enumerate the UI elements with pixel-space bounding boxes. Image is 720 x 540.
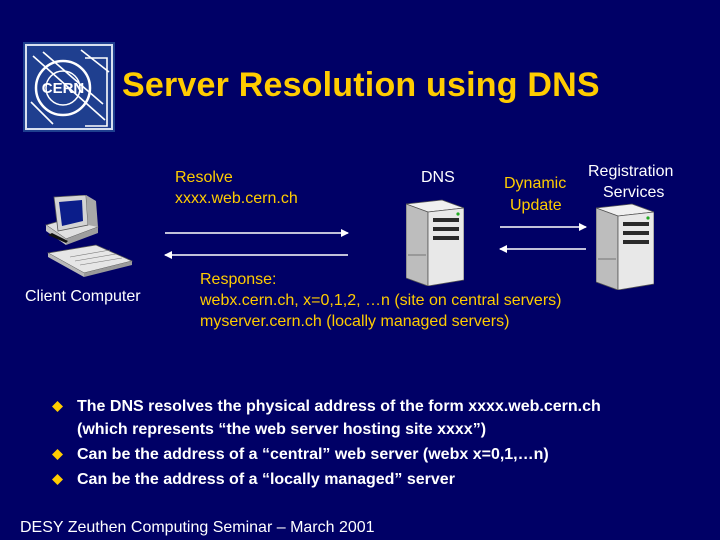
resolve-label-line1: Resolve (175, 169, 233, 186)
client-computer-label: Client Computer (25, 288, 141, 305)
bullet-item: Can be the address of a “central” web se… (52, 443, 712, 466)
bullet-text: The DNS resolves the physical address of… (77, 398, 601, 415)
bullet-text: Can be the address of a “central” web se… (77, 446, 549, 463)
response-label-line3: myserver.cern.ch (locally managed server… (200, 313, 510, 330)
resolve-label-line2: xxxx.web.cern.ch (175, 190, 298, 207)
bullet-item: The DNS resolves the physical address of… (52, 395, 712, 441)
dns-label: DNS (421, 169, 455, 186)
cern-logo-text: CERN (42, 80, 85, 97)
client-computer-icon (45, 195, 134, 277)
slide-footer: DESY Zeuthen Computing Seminar – March 2… (20, 519, 375, 536)
bullet-list: The DNS resolves the physical address of… (52, 395, 712, 491)
diamond-bullet-icon (52, 449, 63, 460)
cern-logo-icon: CERN (23, 42, 115, 132)
dns-server-icon (406, 199, 464, 286)
slide-title: Server Resolution using DNS (122, 66, 600, 104)
registration-server-icon (596, 203, 654, 290)
response-label-line1: Response: (200, 271, 277, 288)
diamond-bullet-icon (52, 474, 63, 485)
bullet-item: Can be the address of a “locally managed… (52, 468, 712, 491)
diamond-bullet-icon (52, 401, 63, 412)
registration-label-line1: Registration (588, 163, 674, 180)
registration-label-line2: Services (603, 184, 665, 201)
bullet-text: Can be the address of a “locally managed… (77, 471, 455, 488)
response-label-line2: webx.cern.ch, x=0,1,2, …n (site on centr… (200, 292, 562, 309)
dynamic-update-label-line2: Update (510, 197, 562, 214)
dynamic-update-label-line1: Dynamic (504, 175, 567, 192)
bullet-text-continuation: (which represents “the web server hostin… (77, 421, 487, 438)
